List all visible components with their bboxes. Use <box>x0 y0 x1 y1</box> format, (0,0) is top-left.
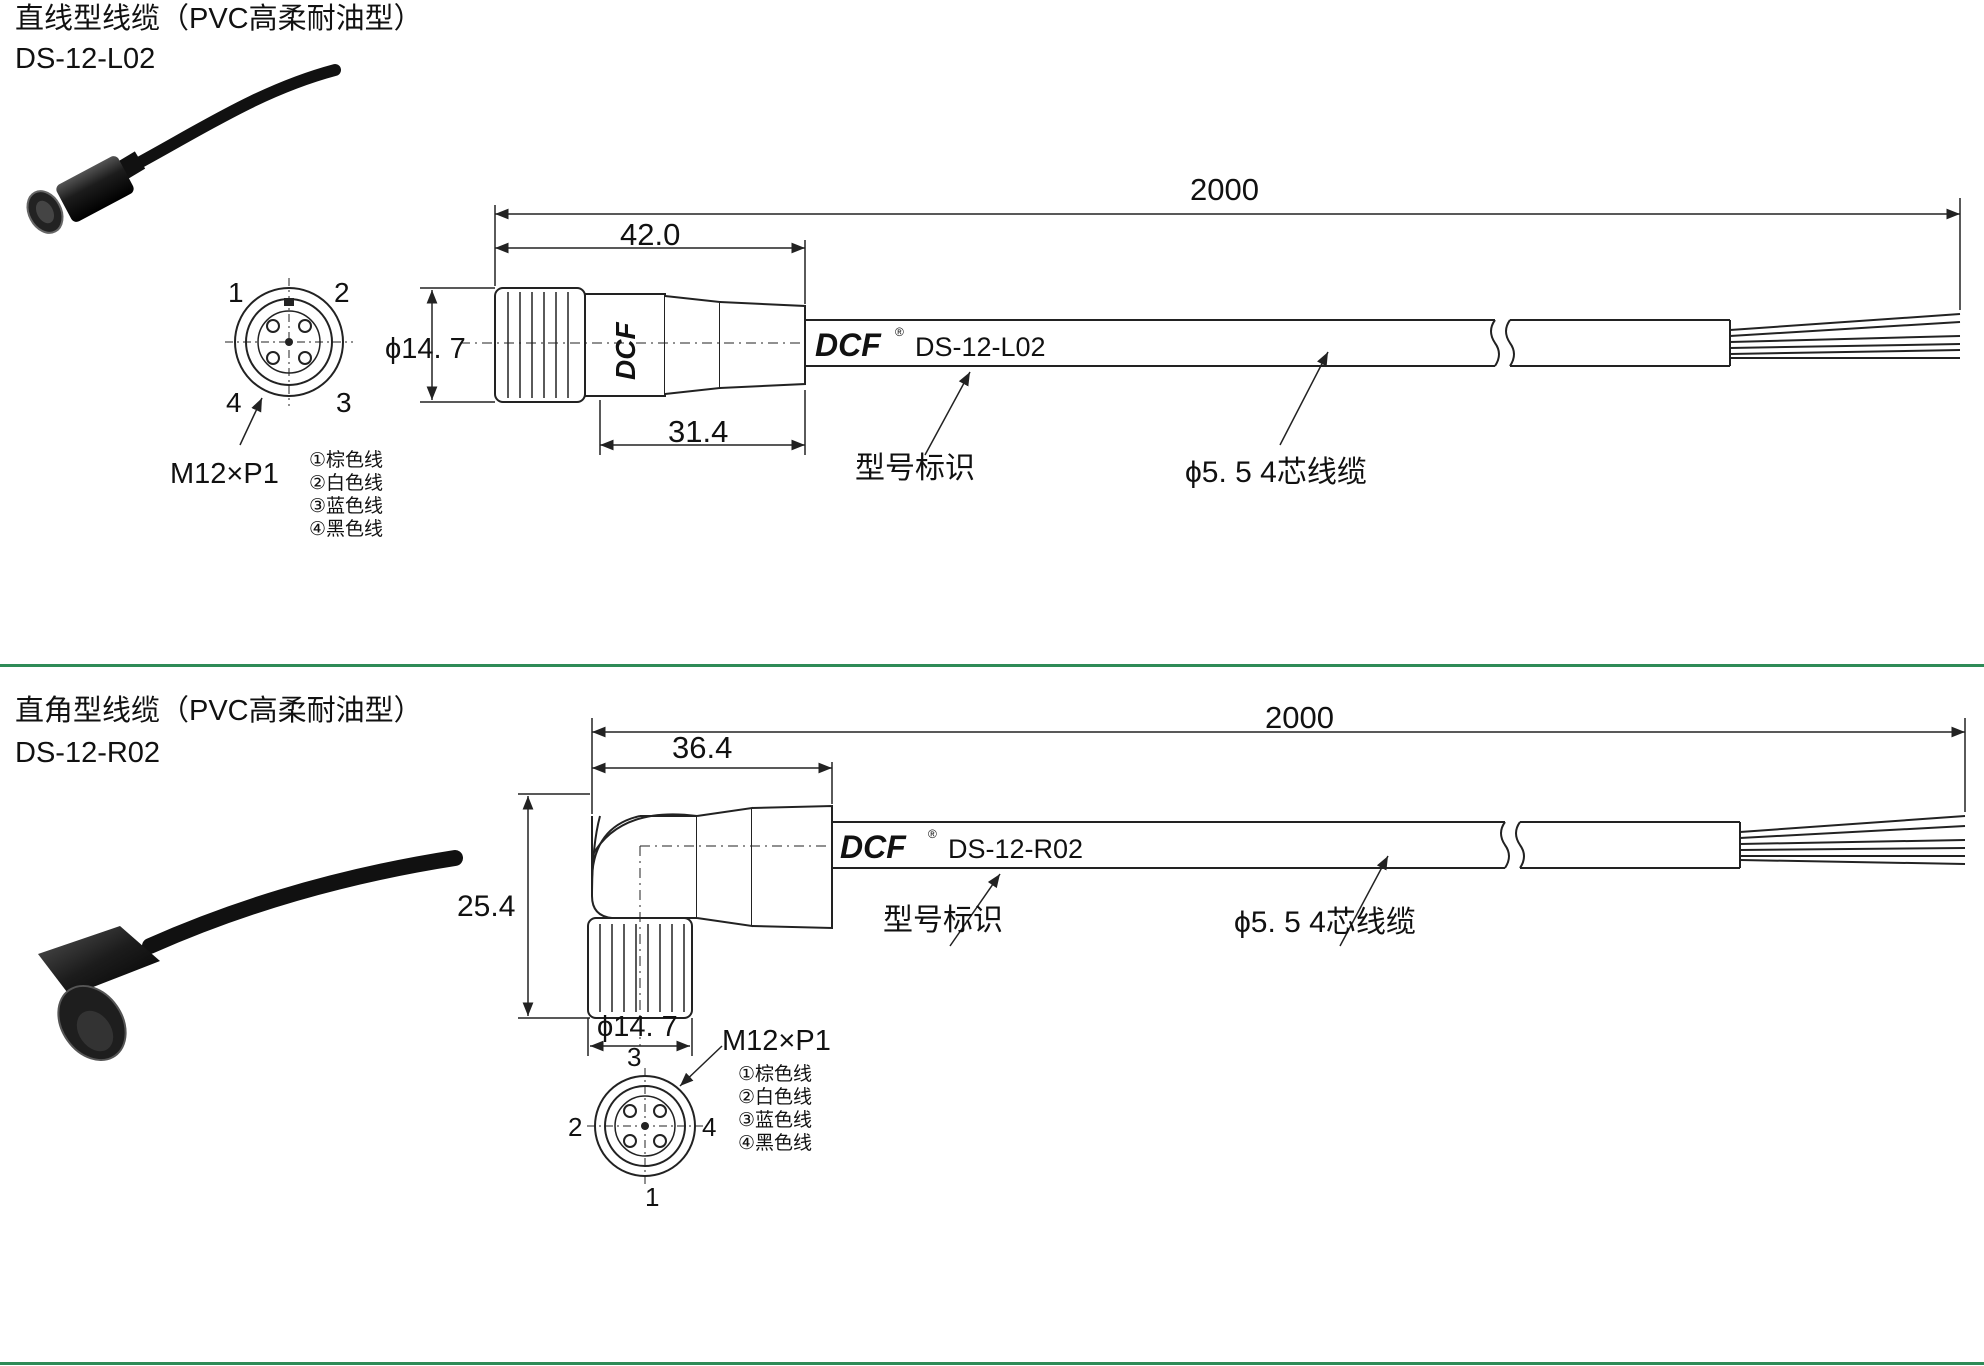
product-photo <box>38 850 463 1062</box>
pin-label-4: 4 <box>702 1112 716 1142</box>
wire-color-3: ③蓝色线 <box>309 495 383 517</box>
section-divider-bottom <box>0 1362 1984 1365</box>
thread-label: M12×P1 <box>170 458 279 490</box>
dim-body-length: 31.4 <box>668 414 728 449</box>
straight-cable-drawing: 1 2 3 4 M12×P1 ①棕色线 ②白色线 ③蓝色线 ④黑色线 DCF <box>26 64 1961 540</box>
connector-side-view: DCF <box>587 804 1966 1046</box>
section-right-angle-cable: 直角型线缆（PVC高柔耐油型） DS-12-R02 DCF <box>0 666 1984 1366</box>
wire-color-2: ②白色线 <box>309 472 383 494</box>
cable-brand-logo: DCF <box>840 829 907 865</box>
thread-label: M12×P1 <box>722 1025 831 1057</box>
dim-diameter: ϕ14. 7 <box>385 333 466 365</box>
registered-mark: ® <box>928 827 937 841</box>
connector-side-view: DCF DCF ® DS-12-L02 <box>460 287 1961 403</box>
dim-total-length: 2000 <box>1265 700 1334 735</box>
body-brand-logo: DCF <box>610 322 641 380</box>
model-number: DS-12-R02 <box>15 737 161 769</box>
section-divider <box>0 664 1984 667</box>
dimension-lines <box>518 718 1966 1056</box>
right-angle-cable-drawing: DCF <box>38 700 1966 1212</box>
dim-head-length: 36.4 <box>672 730 732 765</box>
pin-label-2: 2 <box>568 1112 582 1142</box>
callout-model-mark: 型号标识 <box>883 904 1003 937</box>
wire-color-3: ③蓝色线 <box>738 1109 812 1131</box>
callout-model-mark: 型号标识 <box>855 452 975 485</box>
pin-face-view: 3 2 4 1 M12×P1 ①棕色线 ②白色线 ③蓝色线 ④黑色线 <box>568 1025 831 1212</box>
section-title: 直线型线缆（PVC高柔耐油型） <box>15 3 423 35</box>
wire-color-1: ①棕色线 <box>738 1063 812 1085</box>
dim-diameter: ϕ14. 7 <box>597 1011 678 1043</box>
callout-cable-spec: ϕ5. 5 4芯线缆 <box>1234 906 1416 939</box>
wire-color-1: ①棕色线 <box>309 449 383 471</box>
pin-label-3: 3 <box>627 1042 641 1072</box>
pin-label-2: 2 <box>334 277 350 308</box>
section-title: 直角型线缆（PVC高柔耐油型） <box>15 695 423 727</box>
callout-cable-spec: ϕ5. 5 4芯线缆 <box>1185 456 1367 489</box>
wire-color-4: ④黑色线 <box>738 1132 812 1154</box>
wire-color-4: ④黑色线 <box>309 518 383 540</box>
pin-label-1: 1 <box>645 1182 659 1212</box>
dim-total-length: 2000 <box>1190 172 1259 207</box>
cable-print-label: DS-12-R02 <box>948 834 1083 864</box>
dimension-lines <box>420 198 1961 456</box>
product-photo <box>26 64 341 234</box>
pin-label-1: 1 <box>228 277 244 308</box>
dim-head-length: 42.0 <box>620 217 680 252</box>
pin-label-3: 3 <box>336 387 352 418</box>
model-number: DS-12-L02 <box>15 43 156 75</box>
cable-print-label: DS-12-L02 <box>915 332 1046 362</box>
wire-color-2: ②白色线 <box>738 1086 812 1108</box>
pin-face-view: 1 2 3 4 M12×P1 ①棕色线 ②白色线 ③蓝色线 ④黑色线 <box>170 277 383 540</box>
cable-brand-logo: DCF <box>815 327 882 363</box>
registered-mark: ® <box>895 325 904 339</box>
pin-label-4: 4 <box>226 387 242 418</box>
section-straight-cable: 直线型线缆（PVC高柔耐油型） DS-12-L02 <box>0 0 1984 666</box>
dim-height: 25.4 <box>457 890 515 923</box>
